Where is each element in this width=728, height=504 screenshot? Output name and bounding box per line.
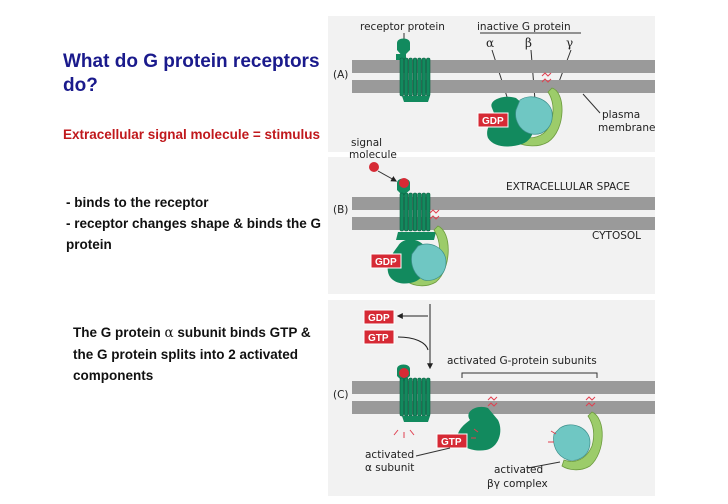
stimulus-text: Extracellular signal molecule = stimulus [63,127,320,142]
panel-b-membrane-inner [352,217,655,230]
panel-b-membrane-outer [352,197,655,210]
panel-c-anchor-marks [393,396,596,443]
membrane-leader [582,93,601,114]
panel-c-receptor [397,364,431,422]
panel-c-tag: (C) [333,389,349,401]
para-part-2: subunit binds GTP & the G protein splits… [73,325,311,383]
panel-b-gdp-text: GDP [375,257,397,268]
panel-b-anchor-marks [429,209,440,220]
panel-a-g-protein [487,87,563,147]
bullet-list: - binds to the receptor - receptor chang… [66,192,326,255]
alpha-subunit-leader [415,447,451,457]
panel-a-membrane-inner [352,80,655,93]
alpha-label: α [486,36,494,50]
panel-b-tag: (B) [333,204,348,216]
panel-a-gdp-badge [477,112,509,128]
signal-molecule-free [369,162,379,172]
gamma-label: γ [566,36,573,50]
beta-gamma-leader [527,461,561,469]
panel-c-gdp-text: GDP [368,313,390,324]
activated-bg-label-1: activated [494,464,543,476]
slide-title: What do G protein receptors do? [63,51,320,96]
panel-c-gdp-badge [363,309,395,325]
panel-c-membrane-inner [352,401,655,414]
panel-a-membrane-outer [352,60,655,73]
inactive-g-protein-label: inactive G protein [477,21,571,33]
panel-a-receptor [396,38,431,102]
para-alpha-symbol: α [164,325,174,341]
signal-label: signal [351,137,382,149]
bullet-shape-change: - receptor changes shape & binds the G p… [66,216,322,252]
panel-c-gtp-text-top: GTP [368,333,389,344]
activated-alpha-label-1: activated [365,449,414,461]
panel-c-membrane-outer [352,381,655,394]
activated-bg-label-2: βγ complex [487,478,548,490]
activation-paragraph: The G protein α subunit binds GTP & the … [73,322,323,386]
panel-c-gtp-text-bottom: GTP [441,437,462,448]
plasma-label: plasma [602,109,640,121]
panel-a-gdp-text: GDP [482,116,504,127]
activated-subunits-bracket [461,372,598,378]
gtp-binding-curve [397,336,429,351]
extracellular-space-label: EXTRACELLULAR SPACE [506,181,630,193]
panel-c-alpha-subunit [457,406,501,451]
panel-b-receptor [396,178,436,240]
panel-c-gtp-badge-bottom [436,433,468,449]
beta-label: β [525,36,532,50]
para-part-1: The G protein [73,325,165,340]
panel-b-gdp-badge [370,253,402,269]
membrane-label: membrane [598,122,655,134]
bullet-binds-receptor: - binds to the receptor [66,195,209,210]
signal-arrow [377,170,398,182]
cytosol-label: CYTOSOL [592,230,641,242]
panel-c-gtp-badge-top [363,329,395,345]
activated-subunits-label: activated G-protein subunits [447,355,597,367]
panel-b-g-protein [387,225,449,287]
panel-c-beta-gamma-complex [553,411,603,471]
panel-a-tag: (A) [333,69,348,81]
panel-a-anchor-marks [541,72,552,83]
activated-alpha-label-2: α subunit [365,462,414,474]
receptor-protein-label: receptor protein [360,21,445,33]
molecule-label: molecule [349,149,397,161]
